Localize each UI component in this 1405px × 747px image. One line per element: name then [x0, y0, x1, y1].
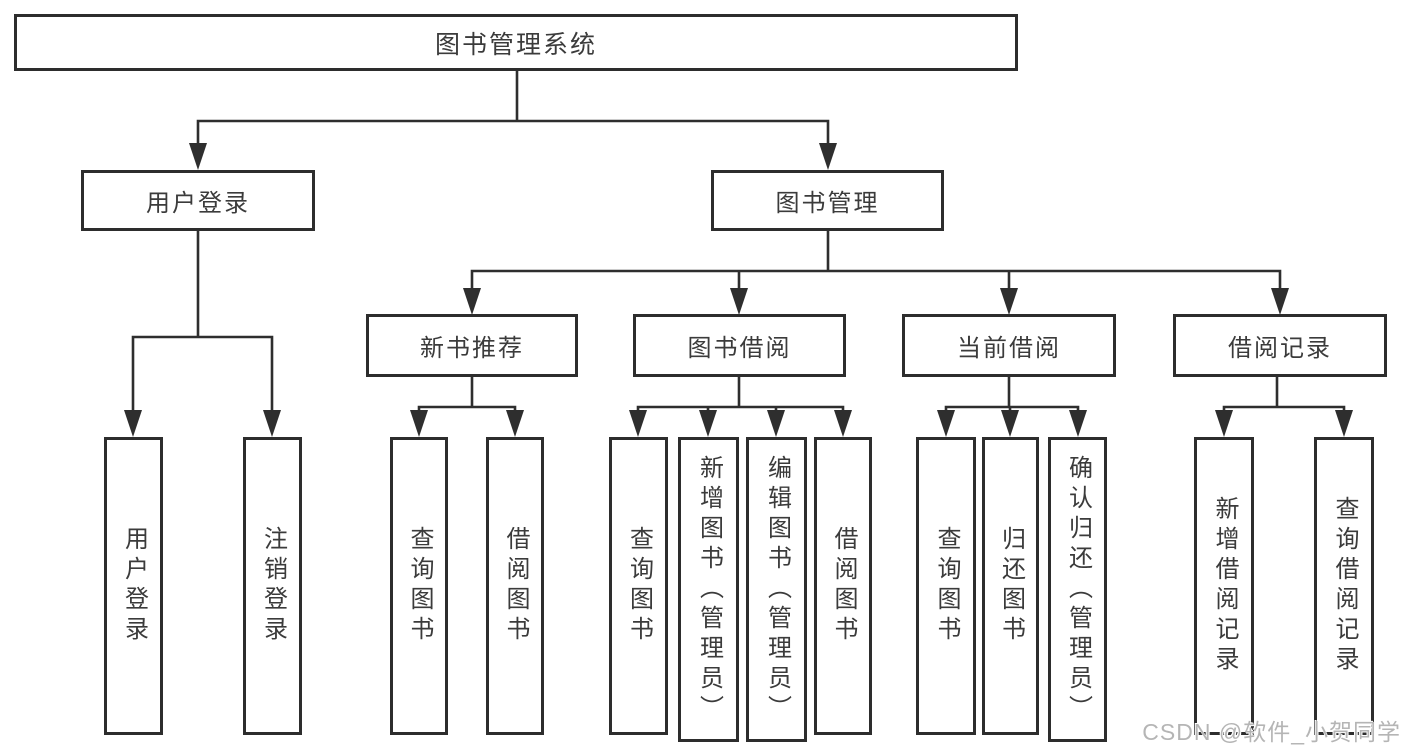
node-new-book-recommend: 新书推荐 — [366, 314, 578, 377]
node-label: 当前借阅 — [957, 335, 1061, 362]
arrow-down-icon — [1215, 410, 1233, 437]
arrow-down-icon — [937, 410, 955, 437]
node-current-borrow: 当前借阅 — [902, 314, 1116, 377]
leaf-borrow-books-recommend: 借阅图书 — [486, 437, 544, 735]
leaf-add-borrow-record: 新增借阅记录 — [1194, 437, 1254, 735]
arrow-down-icon — [506, 410, 524, 437]
node-label: 图书借阅 — [687, 335, 792, 362]
node-label: 新增图书（管理员） — [695, 454, 723, 725]
node-label: 查询图书 — [406, 526, 433, 646]
node-label: 新增借阅记录 — [1211, 496, 1238, 676]
node-user-login: 用户登录 — [81, 170, 315, 231]
connector-level1-rail — [196, 119, 830, 150]
arrow-down-icon — [124, 410, 142, 437]
arrow-down-icon — [1069, 410, 1087, 437]
arrow-down-icon — [767, 410, 785, 437]
leaf-query-books-borrow: 查询图书 — [609, 437, 668, 735]
node-label: 借阅图书 — [502, 526, 529, 646]
node-book-management: 图书管理 — [711, 170, 944, 231]
node-label: 归还图书 — [997, 526, 1025, 646]
leaf-edit-book-admin: 编辑图书（管理员） — [746, 437, 807, 742]
connector-level2-rail — [470, 269, 1282, 294]
arrow-down-icon — [1271, 288, 1289, 315]
arrow-down-icon — [699, 410, 717, 437]
node-label: 查询图书 — [625, 526, 653, 646]
leaf-confirm-return-admin: 确认归还（管理员） — [1048, 437, 1107, 742]
node-label: 用户登录 — [146, 190, 250, 217]
arrow-down-icon — [463, 288, 481, 315]
arrow-down-icon — [189, 143, 207, 170]
leaf-query-books-recommend: 查询图书 — [390, 437, 448, 735]
node-label: 图书管理系统 — [434, 30, 597, 59]
node-book-borrow: 图书借阅 — [633, 314, 846, 377]
node-label: 查询借阅记录 — [1331, 496, 1358, 676]
connector-records-rail — [1222, 405, 1346, 416]
node-label: 用户登录 — [120, 526, 148, 646]
node-label: 编辑图书（管理员） — [763, 454, 791, 725]
leaf-user-login: 用户登录 — [104, 437, 163, 735]
leaf-query-books-current: 查询图书 — [916, 437, 976, 735]
leaf-logout: 注销登录 — [243, 437, 302, 735]
arrow-down-icon — [730, 288, 748, 315]
connector-bookborrow-rail — [636, 405, 845, 416]
leaf-add-book-admin: 新增图书（管理员） — [678, 437, 739, 742]
arrow-down-icon — [1001, 410, 1019, 437]
arrow-down-icon — [1335, 410, 1353, 437]
arrow-down-icon — [410, 410, 428, 437]
arrow-down-icon — [834, 410, 852, 437]
node-label: 图书管理 — [775, 190, 880, 217]
node-borrow-records: 借阅记录 — [1173, 314, 1387, 377]
node-label: 确认归还（管理员） — [1064, 454, 1092, 725]
node-library-management-system: 图书管理系统 — [14, 14, 1018, 71]
arrow-down-icon — [1000, 288, 1018, 315]
connector-newbook-rail — [417, 405, 517, 416]
arrow-down-icon — [819, 143, 837, 170]
node-label: 借阅图书 — [830, 526, 857, 646]
leaf-borrow-books: 借阅图书 — [814, 437, 872, 735]
node-label: 借阅记录 — [1228, 335, 1332, 362]
leaf-return-books: 归还图书 — [982, 437, 1039, 735]
node-label: 注销登录 — [259, 526, 287, 646]
leaf-query-borrow-record: 查询借阅记录 — [1314, 437, 1374, 735]
arrow-down-icon — [629, 410, 647, 437]
node-label: 新书推荐 — [420, 335, 524, 362]
node-label: 查询图书 — [933, 526, 960, 646]
arrow-down-icon — [263, 410, 281, 437]
csdn-watermark: CSDN @软件_小贺同学 — [1142, 719, 1401, 745]
connector-userlogin-rail — [131, 335, 274, 414]
